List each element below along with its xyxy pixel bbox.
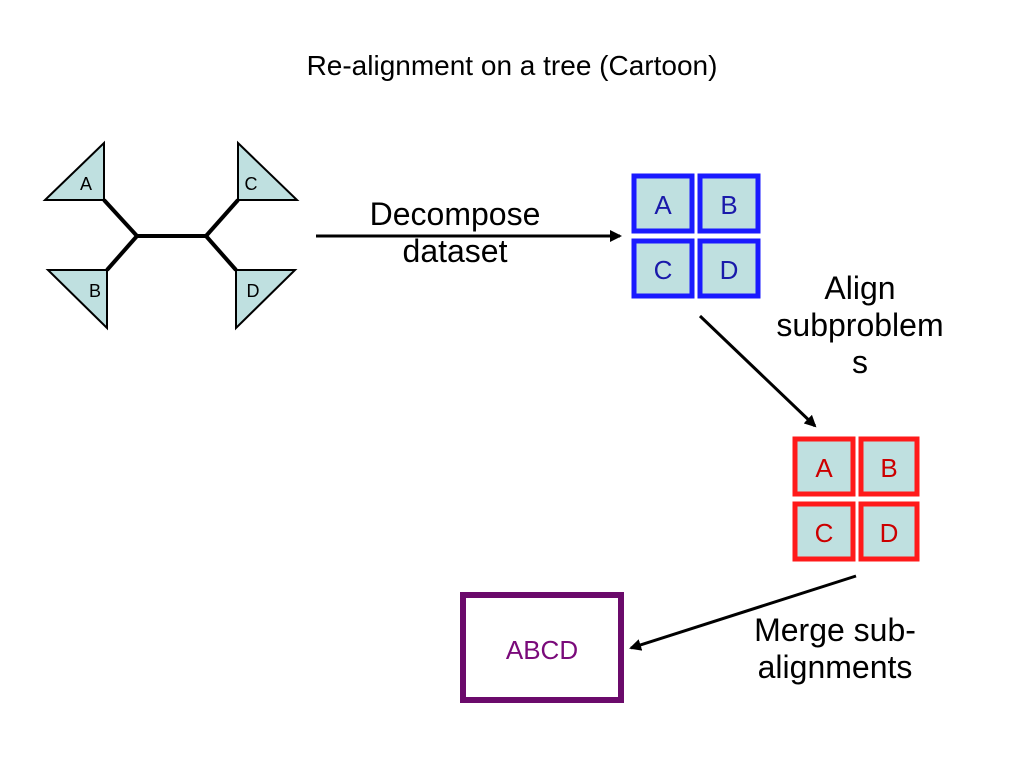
merge-line-2: alignments xyxy=(757,649,913,685)
aligned-cell-c xyxy=(792,501,856,562)
tree-leaf-d-label: D xyxy=(247,281,260,301)
subset-cell-c xyxy=(631,238,695,299)
merged-box-frame xyxy=(460,592,624,703)
subset-label-d: D xyxy=(720,255,739,285)
aligned-cell-d xyxy=(858,501,920,562)
align-step-label: Align subproblem s xyxy=(740,270,980,381)
subset-cell-b xyxy=(697,173,761,234)
aligned-cell-a xyxy=(792,436,856,497)
decompose-line-1: Decompose xyxy=(369,196,541,232)
merge-line-1: Merge sub- xyxy=(754,612,916,648)
aligned-label-d: D xyxy=(880,518,899,548)
tree-leaf-a-triangle xyxy=(42,140,105,201)
merge-arrow xyxy=(629,574,857,651)
subset-cell-a xyxy=(631,173,695,234)
tree-leaf-a-label: A xyxy=(80,174,92,194)
subset-grid-blue: A B C D xyxy=(631,173,761,299)
aligned-label-c: C xyxy=(815,518,834,548)
aligned-grid-red: A B C D xyxy=(792,436,920,562)
subset-cell-d xyxy=(697,238,761,299)
subset-label-b: B xyxy=(720,190,737,220)
tree-branch-b xyxy=(105,234,139,272)
aligned-cell-b xyxy=(858,436,920,497)
align-line-1: Align xyxy=(824,270,896,306)
merged-label: ABCD xyxy=(506,635,578,665)
subset-label-c: C xyxy=(654,255,673,285)
tree-branch-a xyxy=(102,198,139,238)
align-arrow xyxy=(698,314,817,428)
merged-alignment-box: ABCD xyxy=(460,592,624,703)
tree-branch-d xyxy=(204,234,238,272)
align-line-3: s xyxy=(852,344,868,380)
aligned-label-a: A xyxy=(815,453,833,483)
tree-leaf-b-label: B xyxy=(89,281,101,301)
merge-step-label: Merge sub- alignments xyxy=(720,612,950,686)
aligned-label-b: B xyxy=(880,453,897,483)
decompose-line-2: dataset xyxy=(402,233,508,269)
tree: A C B D xyxy=(42,140,300,331)
diagram-title: Re-alignment on a tree (Cartoon) xyxy=(306,50,718,81)
tree-leaf-c-triangle xyxy=(237,140,300,201)
tree-leaf-d-triangle xyxy=(235,269,298,331)
tree-branch-c xyxy=(204,198,240,238)
subset-label-a: A xyxy=(654,190,672,220)
decompose-step-label: Decompose dataset xyxy=(340,196,570,270)
align-line-2: subproblem xyxy=(776,307,944,343)
tree-leaf-c-label: C xyxy=(245,174,258,194)
tree-leaf-b-triangle xyxy=(45,269,108,331)
